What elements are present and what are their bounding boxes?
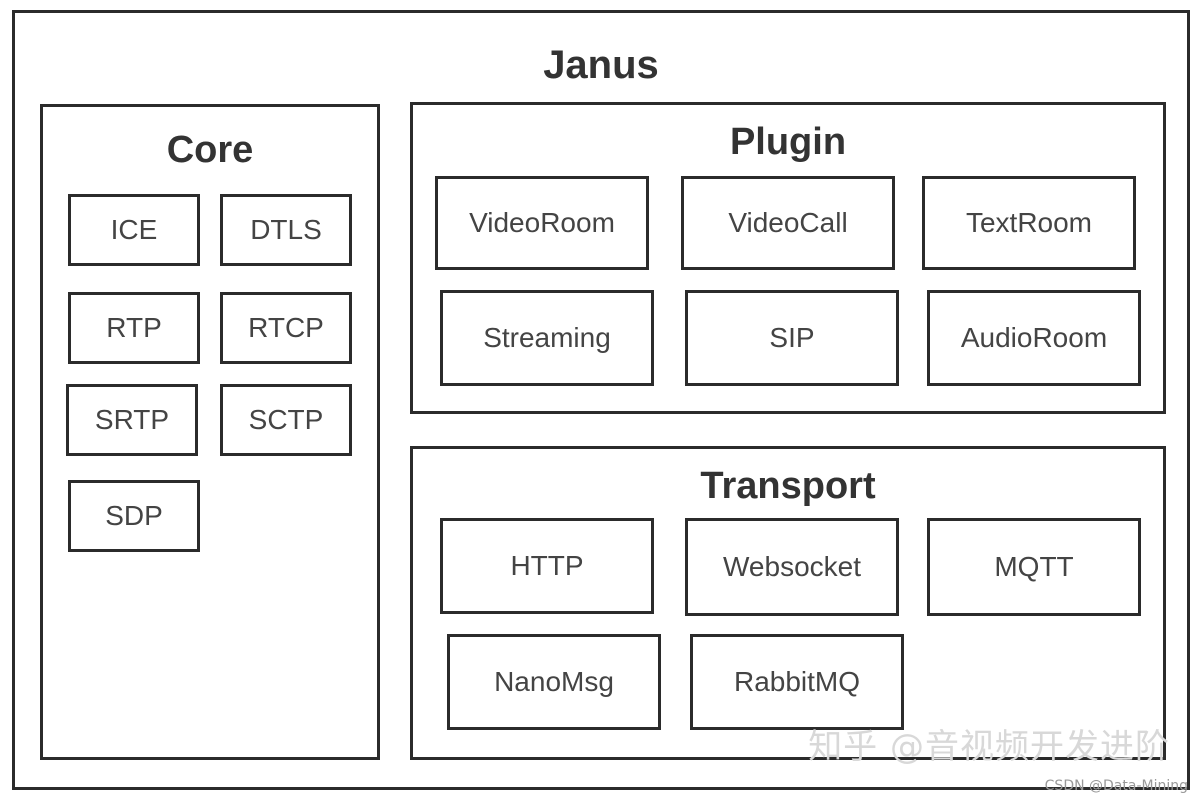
core-title: Core [166, 129, 254, 171]
janus-title: Janus [543, 43, 659, 87]
transport-item-nanomsg: NanoMsg [447, 634, 661, 730]
plugin-item-videocall: VideoCall [681, 176, 895, 270]
core-item-dtls: DTLS [220, 194, 352, 266]
transport-title: Transport [700, 465, 876, 507]
core-item-srtp: SRTP [66, 384, 198, 456]
core-item-ice: ICE [68, 194, 200, 266]
plugin-item-audioroom: AudioRoom [927, 290, 1141, 386]
csdn-credit: CSDN @Data-Mining [1044, 778, 1188, 794]
transport-item-http: HTTP [440, 518, 654, 614]
plugin-item-videoroom: VideoRoom [435, 176, 649, 270]
zhihu-watermark: 知乎 @音视频开发进阶 [808, 727, 1170, 767]
core-item-rtcp: RTCP [220, 292, 352, 364]
transport-item-websocket: Websocket [685, 518, 899, 616]
core-item-rtp: RTP [68, 292, 200, 364]
plugin-title: Plugin [729, 121, 847, 163]
core-item-sdp: SDP [68, 480, 200, 552]
plugin-item-textroom: TextRoom [922, 176, 1136, 270]
plugin-item-streaming: Streaming [440, 290, 654, 386]
transport-item-rabbitmq: RabbitMQ [690, 634, 904, 730]
transport-item-mqtt: MQTT [927, 518, 1141, 616]
core-item-sctp: SCTP [220, 384, 352, 456]
plugin-item-sip: SIP [685, 290, 899, 386]
